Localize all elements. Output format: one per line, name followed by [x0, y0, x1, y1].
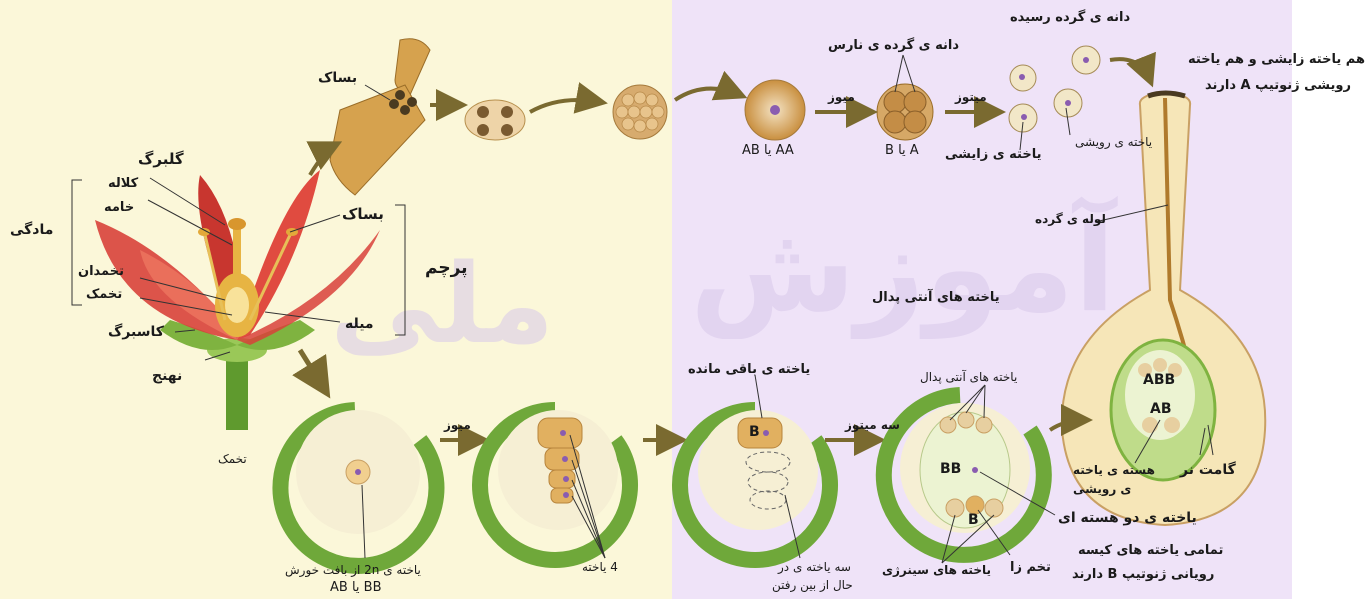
label-remaining-cell: یاخته ی باقی مانده	[688, 362, 810, 377]
label-mitosis-top: میتوز	[955, 90, 987, 104]
label-genotype-mother: AB یا AA	[742, 143, 794, 158]
pollen-tube-ovule	[1050, 92, 1265, 525]
label-pollen-tube: لوله ی گرده	[1035, 212, 1106, 226]
label-stigma: کلاله	[108, 176, 138, 191]
label-meiosis-top: میوز	[828, 90, 855, 104]
label-dying-line1: سه یاخته ی در	[778, 560, 851, 574]
label-egg: تخم زا	[1010, 560, 1051, 575]
label-immature-pollen: دانه ی گرده ی نارس	[828, 38, 959, 53]
label-ab: AB	[1150, 401, 1172, 417]
label-petal: گلبرگ	[138, 150, 184, 168]
label-b-egg: B	[968, 512, 979, 528]
label-filament: میله	[345, 316, 374, 332]
label-antipodal-inner: یاخته های آنتی پدال	[920, 370, 1017, 384]
label-male-gametes: گامت نر	[1180, 462, 1236, 478]
label-generative-cell: یاخته ی زایشی	[945, 147, 1042, 162]
label-stamen: پرچم	[425, 258, 468, 278]
label-pistil: مادگی	[10, 222, 53, 238]
label-bb: BB	[940, 461, 961, 477]
label-receptacle: نهنج	[152, 368, 182, 384]
label-ovule-bottom: تخمک	[218, 452, 247, 466]
label-antipodal-top: یاخته های آنتی پدال	[872, 290, 1000, 305]
pollen-development	[310, 39, 1150, 195]
label-four-cells: 4 یاخته	[582, 560, 618, 574]
label-veg-nucleus-line2: ی رویشی	[1073, 482, 1131, 496]
label-anther: بساک	[342, 205, 384, 223]
label-remaining-letter: B	[749, 424, 760, 440]
label-veg-nucleus-line1: هسته ی یاخته	[1073, 463, 1155, 477]
label-three-mitosis: سه میتوز	[845, 418, 900, 432]
label-anther-top: بساک	[318, 70, 357, 86]
label-genotype-haploid: B یا A	[885, 143, 919, 158]
label-ovary: تخمدان	[78, 264, 124, 279]
label-dying-line2: حال از بین رفتن	[772, 578, 853, 592]
label-vegetative-cell: یاخته ی رویشی	[1075, 135, 1152, 149]
label-mature-pollen: دانه ی گرده رسیده	[1010, 10, 1130, 25]
label-sepal: کاسبرگ	[108, 324, 164, 340]
label-abb: ABB	[1143, 372, 1175, 388]
label-all-cells-line1: تمامی یاخته های کیسه	[1078, 543, 1223, 558]
label-ovule: تخمک	[86, 287, 122, 302]
label-style: خامه	[104, 200, 134, 215]
label-all-cells-line2: رویانی ژنوتیپ B دارند	[1072, 567, 1214, 582]
label-binucleate: یاخته ی دو هسته ای	[1058, 510, 1197, 526]
label-2n-cell-line2: AB یا BB	[330, 580, 382, 595]
label-note-line1: هم یاخته زایشی و هم یاخته	[1188, 52, 1365, 67]
label-note-line2: رویشی ژنوتیپ A دارند	[1205, 78, 1351, 93]
label-synergids: یاخته های سینرژی	[882, 563, 991, 577]
label-meiosis-bottom: میوز	[444, 418, 471, 432]
label-2n-cell-line1: یاخته ی 2n از بافت خورش	[285, 563, 421, 577]
